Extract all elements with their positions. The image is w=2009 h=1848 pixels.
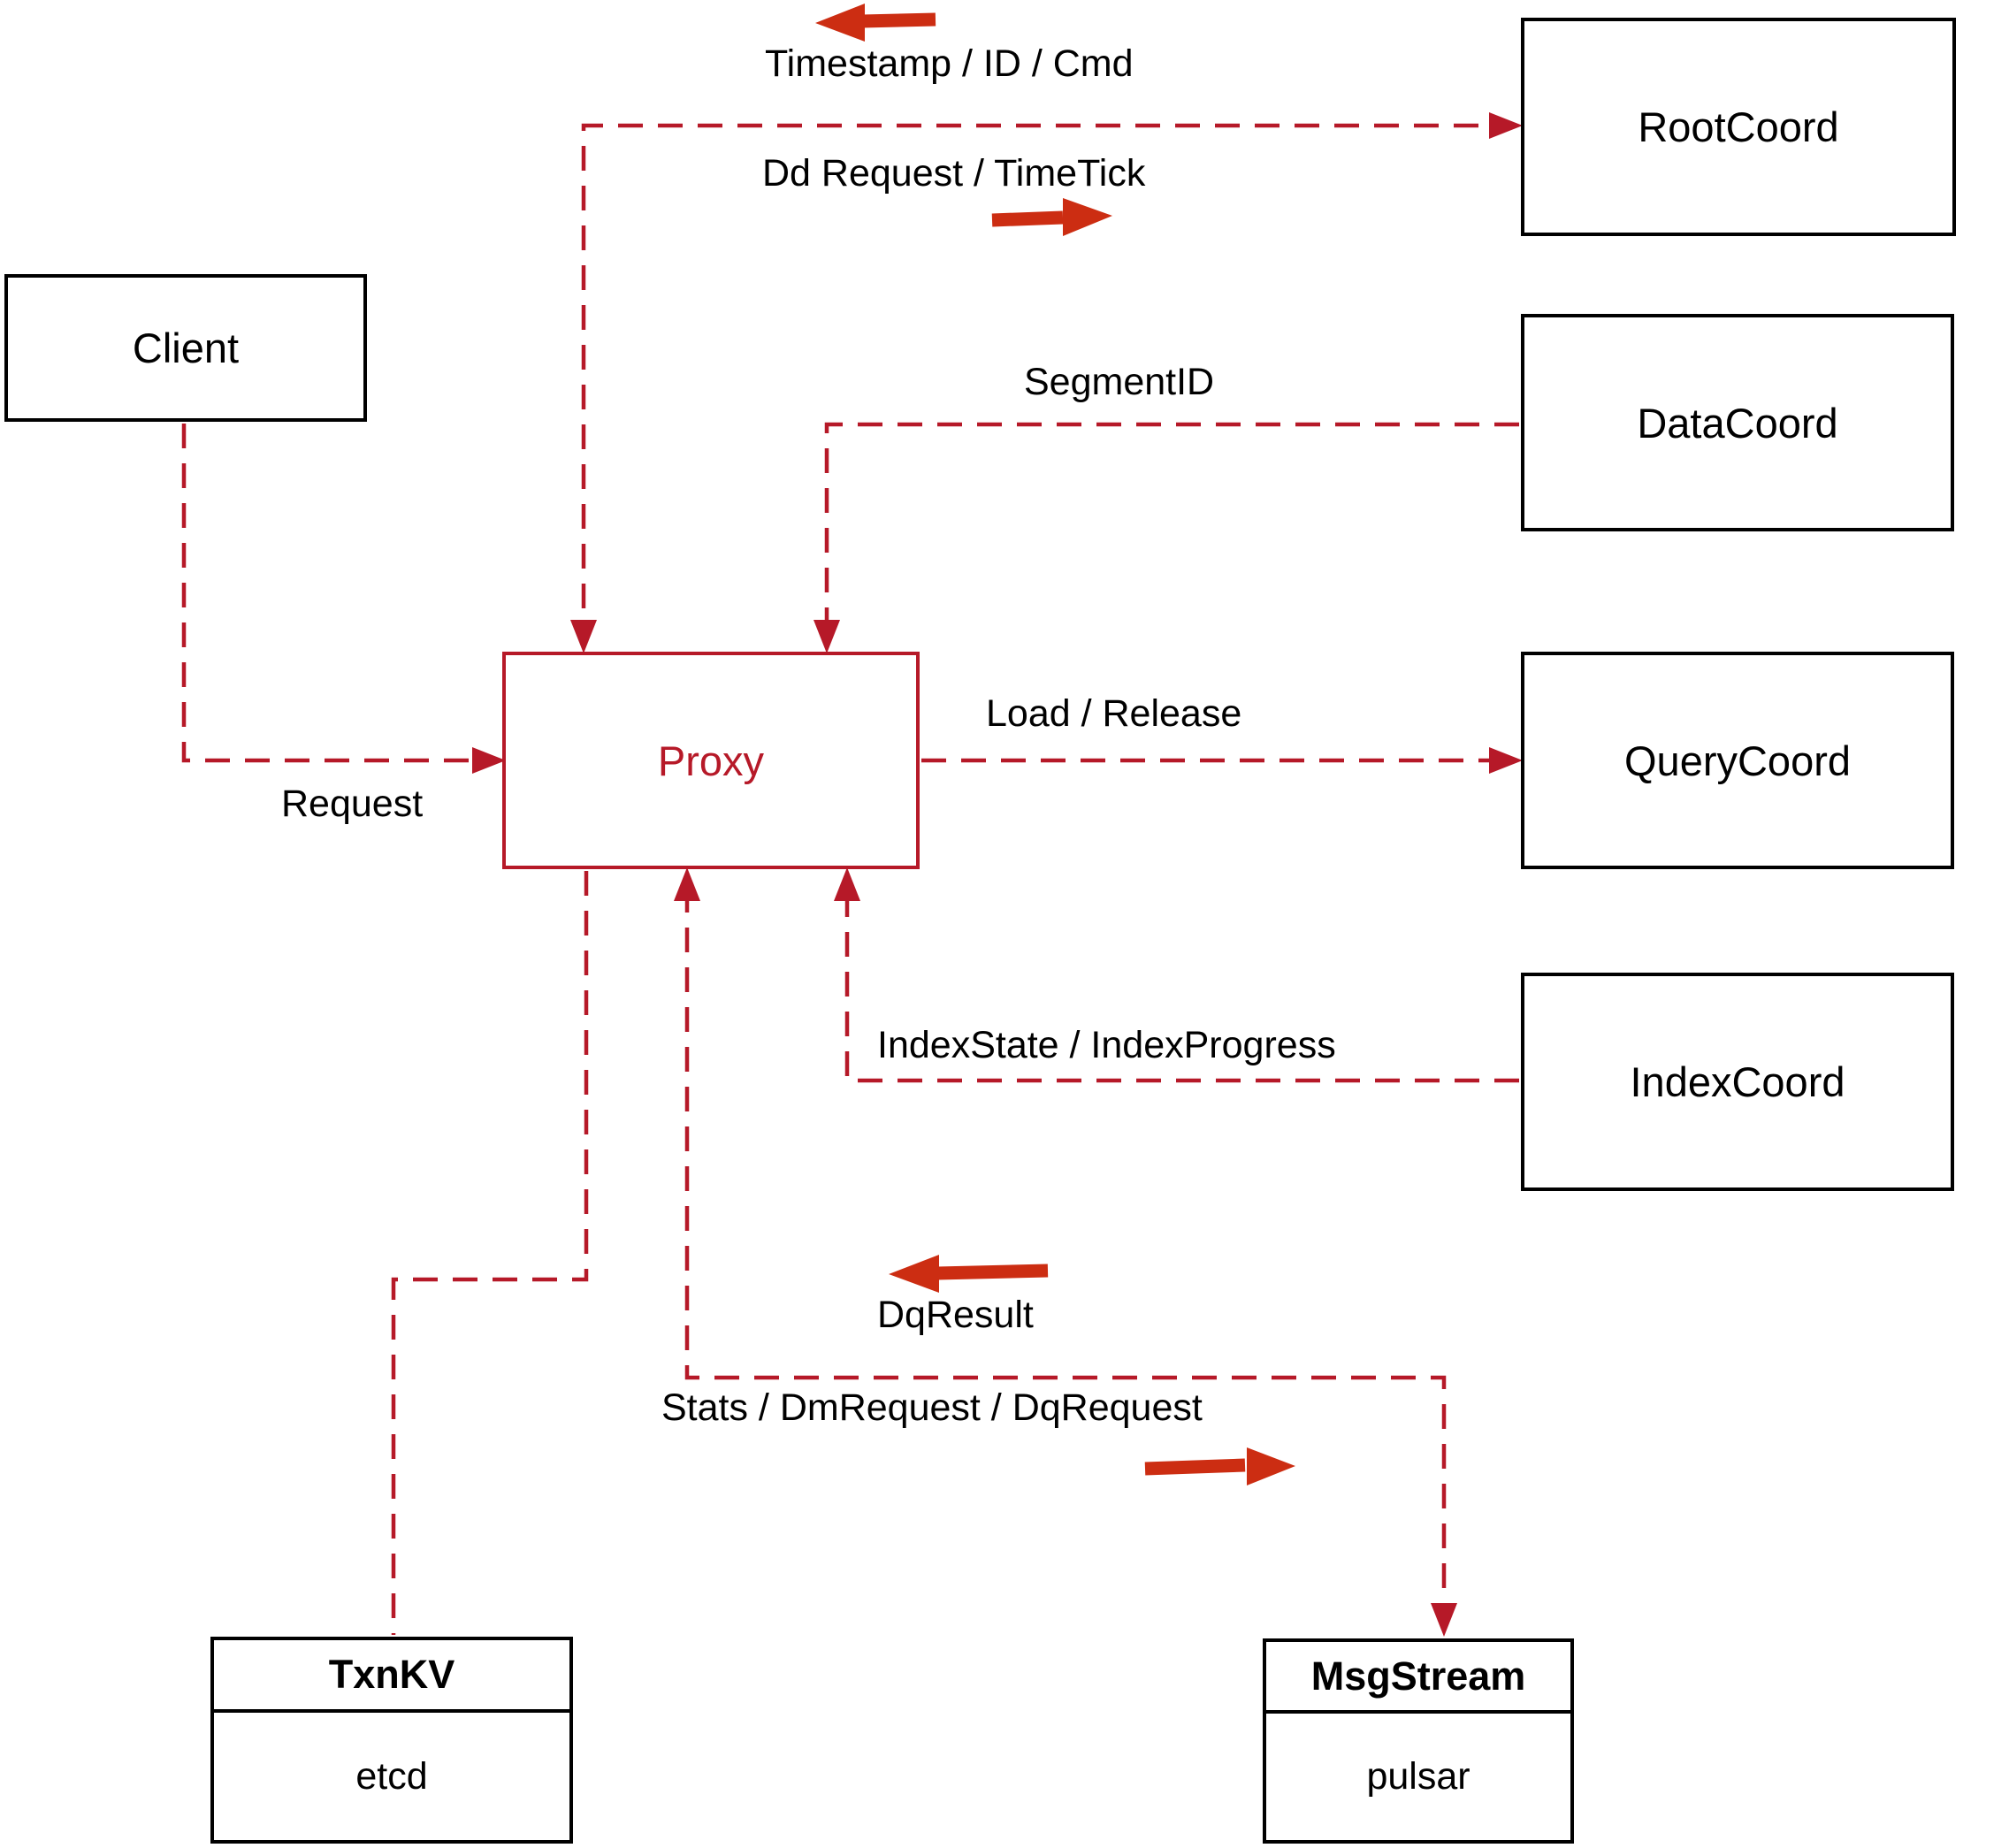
arrow-left-icon [815,4,936,42]
edge-indexcoord-proxy [844,888,1519,1083]
edge-label-load-release: Load / Release [986,692,1242,735]
edge-client-proxy [181,424,485,763]
arrowhead-into-proxy-bottom-right [834,867,860,901]
edge-label-indexstate-indexprogress: IndexState / IndexProgress [877,1024,1336,1066]
node-txnkv: TxnKV etcd [210,1637,573,1844]
node-txnkv-subtitle: etcd [355,1754,428,1798]
edge-label-timestamp-id-cmd: Timestamp / ID / Cmd [765,42,1134,85]
arrow-right-icon [991,198,1112,236]
arrowhead-into-rootcoord [1489,112,1523,139]
arrow-left-icon [889,1255,1049,1293]
edge-label-dqresult: DqResult [877,1294,1034,1336]
arrowhead-into-proxy-left [472,747,506,774]
edge-datacoord-proxy [824,422,1519,648]
edge-proxy-msgstream [684,888,1447,1618]
node-querycoord-label: QueryCoord [1624,737,1851,784]
node-datacoord: DataCoord [1521,314,1954,531]
edge-proxy-txnkv [391,871,589,1635]
node-txnkv-title: TxnKV [214,1640,569,1713]
arrow-right-icon [1144,1447,1295,1485]
node-querycoord: QueryCoord [1521,652,1954,869]
node-client: Client [4,274,367,422]
node-msgstream: MsgStream pulsar [1263,1638,1574,1844]
node-proxy-label: Proxy [657,737,765,784]
edge-label-request: Request [281,783,424,825]
arrowhead-into-querycoord [1489,747,1523,774]
node-datacoord-label: DataCoord [1637,399,1838,447]
arrowhead-into-proxy-top-right [814,620,840,653]
node-rootcoord-label: RootCoord [1638,103,1839,150]
node-msgstream-subtitle: pulsar [1366,1755,1470,1798]
node-rootcoord: RootCoord [1521,18,1956,236]
arrowhead-into-msgstream [1431,1603,1457,1637]
node-msgstream-title: MsgStream [1266,1642,1570,1714]
edge-label-segmentid: SegmentID [1024,361,1215,403]
arrowhead-into-proxy-bottom-mid [674,867,700,901]
node-client-label: Client [132,325,240,371]
edge-proxy-rootcoord [581,123,1501,648]
node-indexcoord: IndexCoord [1521,973,1954,1191]
node-proxy: Proxy [502,652,920,869]
arrowhead-into-proxy-top-left [570,620,597,653]
node-indexcoord-label: IndexCoord [1630,1058,1845,1105]
edge-label-dd-request-timetick: Dd Request / TimeTick [762,152,1146,195]
edge-label-stats-dmrequest-dqrequest: Stats / DmRequest / DqRequest [661,1386,1203,1429]
